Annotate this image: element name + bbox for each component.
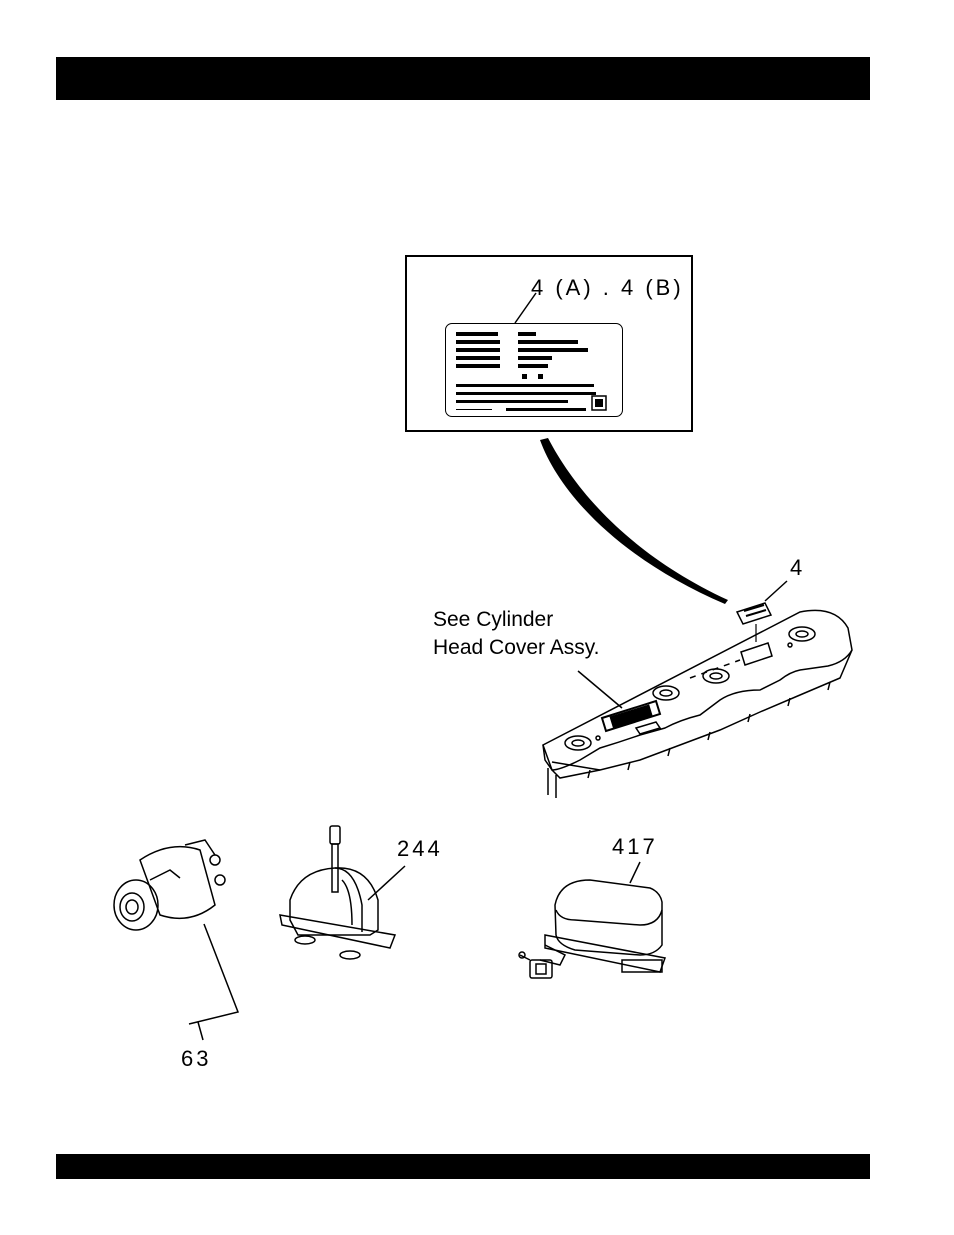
detail-connector [540,438,728,604]
leader-line-switch [189,924,238,1024]
callout-cover-label: 4 [790,557,805,579]
leader-line-relay [630,862,640,883]
callout-lever: 244 [397,838,443,860]
control-lever [280,826,395,959]
note-line-2: Head Cover Assy. [433,634,600,662]
callout-label-ref: 4 (A) . 4 (B) [531,277,684,299]
cover-label-sticker [737,603,771,624]
leader-line-cover-label [765,581,787,601]
leader-tick-switch [198,1022,203,1040]
note-line-1: See Cylinder [433,606,553,634]
starter-switch [114,840,225,930]
callout-relay: 417 [612,836,658,858]
leader-line-lever [368,866,405,900]
relay-unit [519,880,665,978]
callout-switch: 63 [181,1048,211,1070]
leader-line-note [578,671,622,708]
